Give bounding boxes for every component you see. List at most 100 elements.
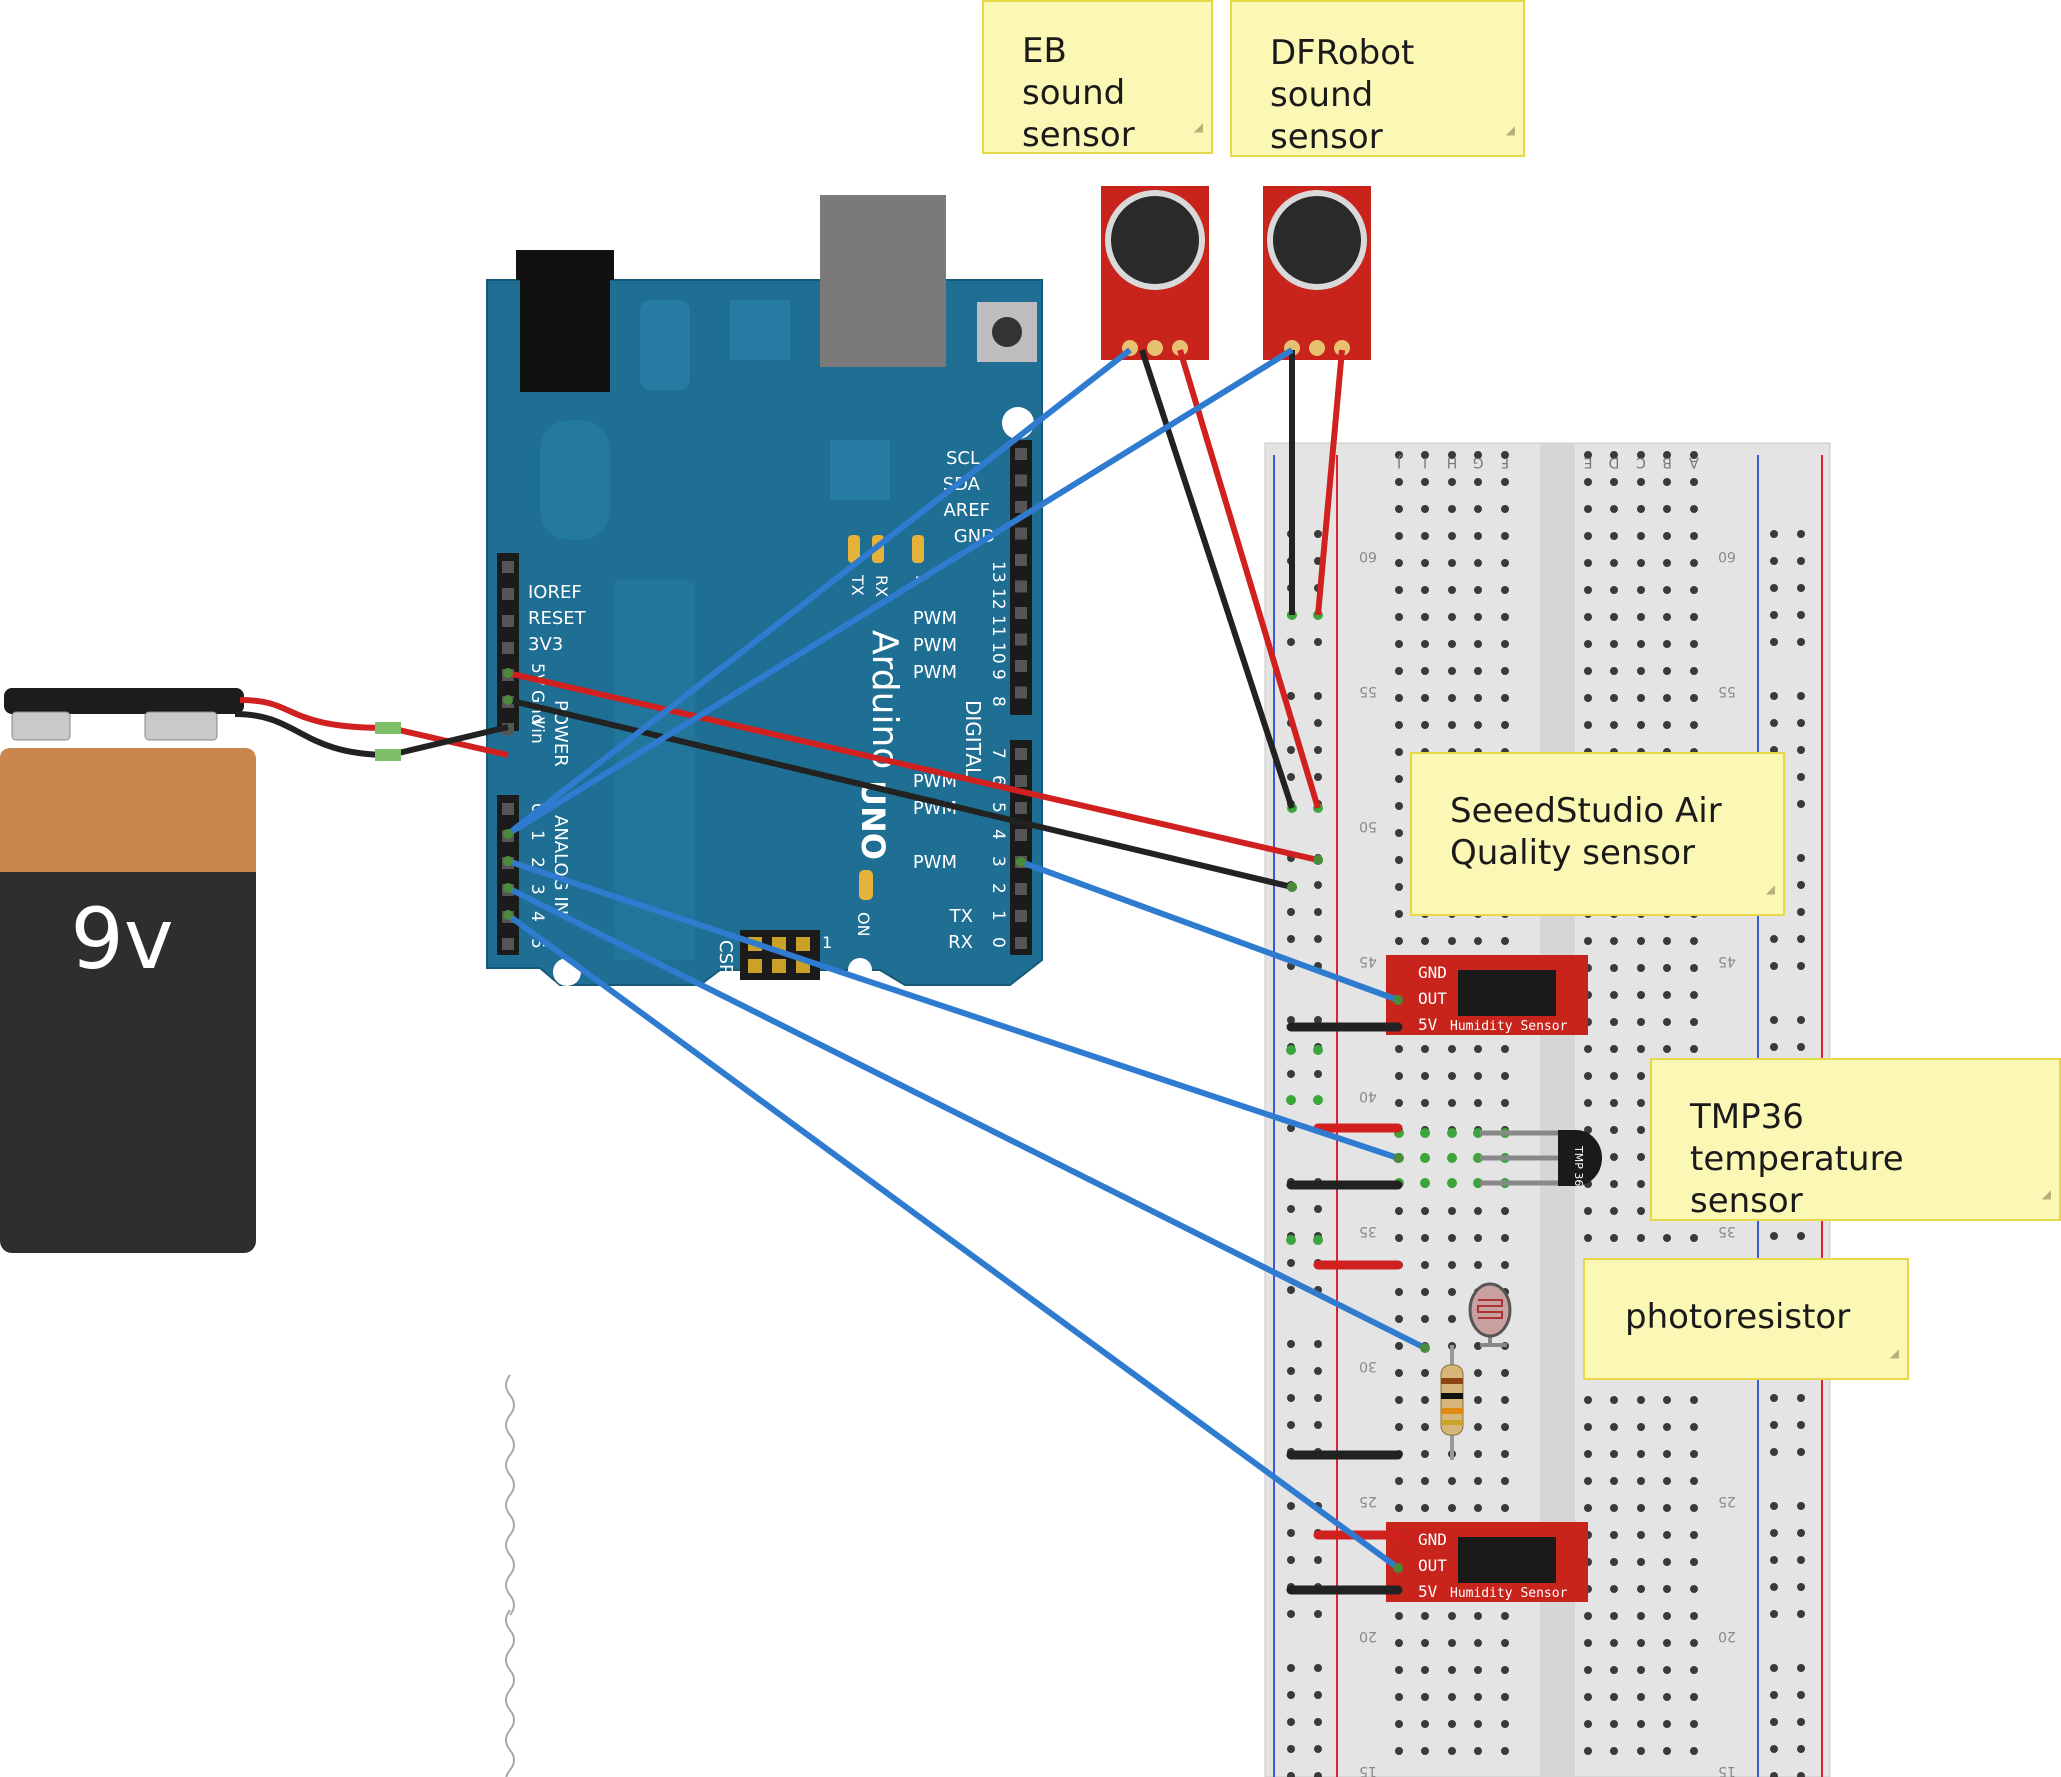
rail-hole[interactable] (1287, 638, 1295, 646)
breadboard-hole[interactable] (1421, 1072, 1429, 1080)
breadboard-hole[interactable] (1448, 1288, 1456, 1296)
breadboard-hole[interactable] (1421, 1045, 1429, 1053)
rail-hole[interactable] (1314, 1610, 1322, 1618)
breadboard-hole[interactable] (1448, 1477, 1456, 1485)
rail-hole[interactable] (1314, 746, 1322, 754)
breadboard-hole[interactable] (1395, 1666, 1403, 1674)
breadboard-hole[interactable] (1474, 532, 1482, 540)
rail-hole[interactable] (1314, 1394, 1322, 1402)
breadboard-hole[interactable] (1421, 1315, 1429, 1323)
breadboard-hole[interactable] (1474, 451, 1482, 459)
breadboard-hole[interactable] (1690, 1018, 1698, 1026)
breadboard-hole[interactable] (1637, 1666, 1645, 1674)
breadboard-hole[interactable] (1663, 694, 1671, 702)
breadboard-hole[interactable] (1610, 1045, 1618, 1053)
breadboard-hole[interactable] (1395, 1342, 1403, 1350)
rail-hole[interactable] (1314, 1745, 1322, 1753)
breadboard-hole[interactable] (1637, 532, 1645, 540)
breadboard-hole[interactable] (1690, 1504, 1698, 1512)
breadboard-hole[interactable] (1395, 1369, 1403, 1377)
breadboard-hole[interactable] (1448, 694, 1456, 702)
breadboard-hole[interactable] (1690, 1693, 1698, 1701)
wire-red[interactable] (1177, 349, 1321, 809)
breadboard-hole[interactable] (1637, 721, 1645, 729)
rail-hole[interactable] (1314, 1070, 1322, 1078)
rail-hole[interactable] (1797, 1529, 1805, 1537)
breadboard-hole[interactable] (1448, 451, 1456, 459)
breadboard-hole[interactable] (1395, 721, 1403, 729)
rail-hole[interactable] (1797, 746, 1805, 754)
wire-red[interactable] (1315, 349, 1345, 616)
breadboard-hole[interactable] (1395, 451, 1403, 459)
breadboard-hole[interactable] (1637, 1720, 1645, 1728)
rail-hole[interactable] (1797, 1448, 1805, 1456)
breadboard-hole[interactable] (1690, 1423, 1698, 1431)
rail-hole[interactable] (1770, 1745, 1778, 1753)
breadboard-hole[interactable] (1584, 586, 1592, 594)
rail-hole[interactable] (1287, 1529, 1295, 1537)
breadboard-hole[interactable] (1421, 586, 1429, 594)
breadboard-hole[interactable] (1690, 721, 1698, 729)
breadboard-hole[interactable] (1637, 1126, 1645, 1134)
breadboard-hole[interactable] (1395, 478, 1403, 486)
rail-hole[interactable] (1314, 1205, 1322, 1213)
breadboard-hole[interactable] (1448, 1639, 1456, 1647)
breadboard-hole[interactable] (1474, 1369, 1482, 1377)
breadboard-hole[interactable] (1501, 1423, 1509, 1431)
rail-hole[interactable] (1314, 935, 1322, 943)
breadboard-hole[interactable] (1610, 1072, 1618, 1080)
battery-9v[interactable]: 9v (0, 688, 256, 1253)
breadboard-hole[interactable] (1584, 721, 1592, 729)
rail-hole[interactable] (1797, 584, 1805, 592)
rail-hole[interactable] (1770, 1232, 1778, 1240)
breadboard-hole[interactable] (1584, 1072, 1592, 1080)
breadboard-hole[interactable] (1663, 1693, 1671, 1701)
breadboard-hole[interactable] (1663, 1423, 1671, 1431)
breadboard-hole[interactable] (1395, 1639, 1403, 1647)
rail-hole[interactable] (1797, 881, 1805, 889)
breadboard-hole[interactable] (1448, 1261, 1456, 1269)
header-pin[interactable] (1015, 527, 1027, 540)
breadboard-hole[interactable] (1448, 1720, 1456, 1728)
breadboard-hole[interactable] (1395, 1045, 1403, 1053)
header-pin[interactable] (1015, 829, 1027, 841)
breadboard-hole[interactable] (1584, 505, 1592, 513)
rail-hole[interactable] (1287, 1367, 1295, 1375)
rail-hole[interactable] (1314, 908, 1322, 916)
breadboard-hole[interactable] (1690, 1666, 1698, 1674)
rail-hole[interactable] (1287, 1286, 1295, 1294)
header-pin[interactable] (502, 803, 514, 815)
wire-blue[interactable] (506, 347, 1294, 837)
rail-hole[interactable] (1287, 1772, 1295, 1777)
breadboard-hole[interactable] (1448, 937, 1456, 945)
breadboard-hole[interactable] (1637, 1504, 1645, 1512)
rail-hole[interactable] (1770, 638, 1778, 646)
rail-hole[interactable] (1770, 719, 1778, 727)
breadboard-hole[interactable] (1448, 1315, 1456, 1323)
breadboard-hole[interactable] (1663, 451, 1671, 459)
breadboard-hole[interactable] (1395, 1234, 1403, 1242)
rail-hole[interactable] (1287, 1016, 1295, 1024)
breadboard-hole[interactable] (1663, 559, 1671, 567)
breadboard-hole[interactable] (1637, 1639, 1645, 1647)
breadboard-hole[interactable] (1610, 937, 1618, 945)
rail-hole[interactable] (1314, 773, 1322, 781)
breadboard-hole[interactable] (1501, 505, 1509, 513)
breadboard-hole[interactable] (1663, 586, 1671, 594)
breadboard-hole[interactable] (1421, 559, 1429, 567)
breadboard-hole[interactable] (1501, 694, 1509, 702)
breadboard-hole[interactable] (1421, 1396, 1429, 1404)
breadboard-hole[interactable] (1584, 1693, 1592, 1701)
breadboard-hole[interactable] (1474, 1099, 1482, 1107)
breadboard-hole[interactable] (1637, 478, 1645, 486)
breadboard-hole[interactable] (1637, 1180, 1645, 1188)
breadboard-hole[interactable] (1421, 1261, 1429, 1269)
breadboard-hole[interactable] (1501, 1747, 1509, 1755)
breadboard-hole[interactable] (1448, 1504, 1456, 1512)
breadboard-hole[interactable] (1637, 1099, 1645, 1107)
breadboard-hole[interactable] (1501, 586, 1509, 594)
rail-hole[interactable] (1770, 1394, 1778, 1402)
breadboard-hole[interactable] (1690, 667, 1698, 675)
breadboard-hole[interactable] (1610, 1693, 1618, 1701)
header-pin[interactable] (502, 588, 514, 600)
